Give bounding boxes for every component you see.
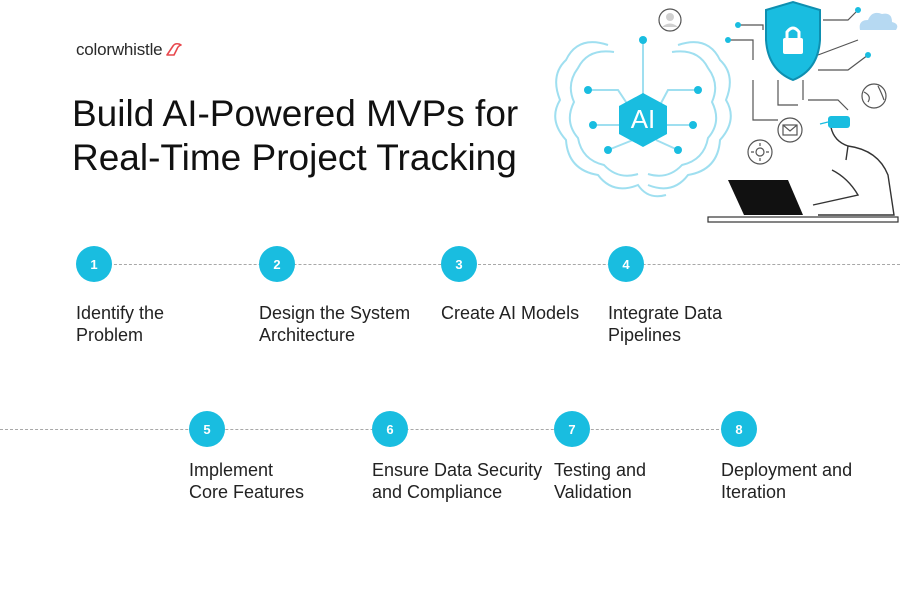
step-number-badge: 5 [189, 411, 225, 447]
globe-icon [861, 83, 887, 109]
step-label: Testing and Validation [554, 460, 647, 502]
shield-lock-icon [765, 0, 821, 82]
ai-chip-icon: AI [619, 93, 667, 147]
step-number-badge: 3 [441, 246, 477, 282]
user-icon [658, 8, 682, 32]
brain-circuit-icon [554, 40, 732, 198]
step-label: Implement Core Features [189, 460, 305, 502]
step-number-badge: 7 [554, 411, 590, 447]
page-title-line-1: Build AI-Powered MVPs for [72, 93, 519, 134]
cloud-icon [859, 12, 898, 30]
ai-label: AI [631, 104, 656, 134]
step-number-badge: 4 [608, 246, 644, 282]
step-number-badge: 6 [372, 411, 408, 447]
person-with-vr-headset-icon [812, 116, 895, 216]
page-title-line-2: Real-Time Project Tracking [72, 137, 517, 178]
step-label: Ensure Data Security and Compliance [372, 460, 543, 502]
whistle-icon [166, 42, 183, 56]
step-number-badge: 8 [721, 411, 757, 447]
page-title: Build AI-Powered MVPs for Real-Time Proj… [72, 92, 562, 180]
step-label: Identify the Problem [76, 303, 165, 345]
mail-icon [777, 117, 803, 143]
gear-icon [747, 139, 773, 165]
step-label: Design the System Architecture [259, 303, 411, 345]
brand-logo: colorwhistle [76, 40, 183, 60]
step-label: Deployment and Iteration [721, 460, 853, 502]
ai-security-illustration: AI [554, 0, 899, 223]
brand-logo-text: colorwhistle [76, 40, 163, 59]
steps-row-2-connector [0, 429, 739, 430]
steps-row-1-connector [94, 264, 900, 265]
step-number-badge: 2 [259, 246, 295, 282]
step-number-badge: 1 [76, 246, 112, 282]
step-label: Integrate Data Pipelines [608, 303, 723, 345]
circuit-node-dots [584, 36, 702, 154]
step-label: Create AI Models [441, 303, 580, 323]
laptop-icon [707, 180, 899, 223]
